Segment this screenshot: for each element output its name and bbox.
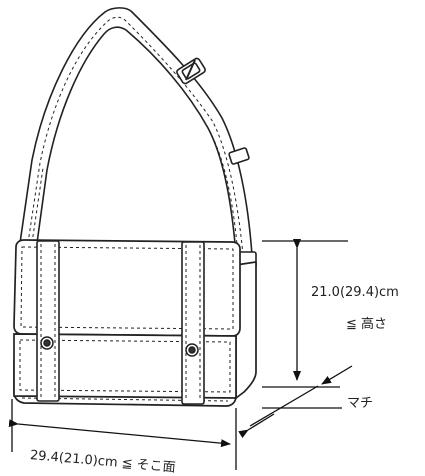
snap-button-left (40, 336, 54, 350)
bag-front-panel (13, 333, 237, 399)
snap-button-right (185, 343, 199, 357)
depth-label: マチ (347, 396, 374, 411)
strap-keeper (228, 147, 250, 165)
height-dimension (262, 239, 348, 388)
height-value-label: 21.0(29.4)cm (311, 285, 399, 300)
shoulder-strap (19, 7, 253, 256)
width-dimension (8, 399, 237, 470)
height-condition-label: ≦ 高さ (346, 317, 388, 332)
strap-buckle (176, 57, 206, 85)
flap-strap-right (181, 241, 205, 405)
flap-strap-left (36, 240, 60, 402)
depth-dimension (238, 365, 353, 439)
